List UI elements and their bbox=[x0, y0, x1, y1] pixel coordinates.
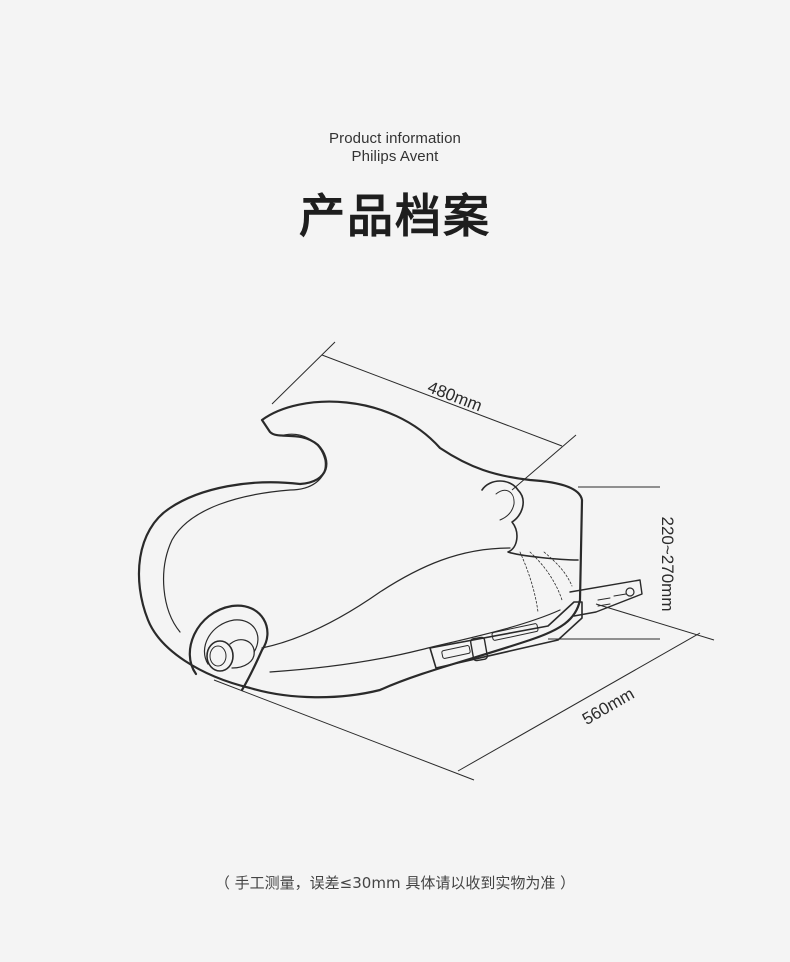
subtitle-line-1: Product information bbox=[329, 130, 461, 147]
seat-stitch-1 bbox=[519, 551, 539, 613]
release-handle bbox=[469, 636, 489, 662]
booster-seat-diagram: 480mm 560mm 220~270mm bbox=[137, 341, 715, 781]
length-extension-right bbox=[595, 603, 715, 641]
isofix-slot-2 bbox=[597, 603, 611, 607]
width-extension-left bbox=[271, 341, 336, 405]
seat-cushion-front bbox=[269, 609, 561, 673]
subtitle-line-2: Philips Avent bbox=[351, 148, 439, 165]
isofix-rail bbox=[569, 579, 643, 617]
seat-stitch-3 bbox=[543, 551, 573, 587]
measurement-note: （ 手工测量，误差≤30mm 具体请以收到实物为准 ） bbox=[214, 874, 576, 892]
side-slot-1 bbox=[441, 645, 471, 659]
isofix-slot-3 bbox=[613, 593, 627, 597]
cup-holder-ring bbox=[188, 604, 269, 692]
isofix-slot-1 bbox=[597, 597, 611, 601]
page-header: Product information Philips Avent 产品档案 bbox=[0, 130, 790, 244]
width-extension-right bbox=[511, 434, 577, 491]
seat-base bbox=[429, 601, 583, 669]
side-slot-2 bbox=[491, 623, 539, 641]
length-label: 560mm bbox=[579, 684, 638, 729]
cup-holder-inner bbox=[203, 619, 259, 665]
width-label: 480mm bbox=[425, 377, 485, 415]
isofix-button bbox=[625, 587, 635, 597]
seat-shell-outer bbox=[137, 400, 584, 699]
height-label: 220~270mm bbox=[658, 517, 677, 612]
dimension-lines bbox=[213, 341, 715, 781]
length-extension-left bbox=[213, 679, 475, 781]
width-dimension-line bbox=[321, 354, 563, 447]
length-dimension-line bbox=[457, 632, 701, 772]
seat-right-bump-inner bbox=[495, 489, 515, 521]
seat-stitch-2 bbox=[529, 551, 563, 601]
seat-right-bump bbox=[481, 480, 579, 561]
cup-holder-body bbox=[229, 639, 255, 669]
seat-cushion-curve bbox=[261, 547, 511, 649]
cup-holder-cap bbox=[206, 640, 234, 672]
seat-outline bbox=[137, 400, 643, 699]
seat-armrest-inner bbox=[163, 433, 326, 633]
page-title: 产品档案 bbox=[299, 189, 491, 243]
cup-holder-cap-inner bbox=[209, 645, 227, 667]
